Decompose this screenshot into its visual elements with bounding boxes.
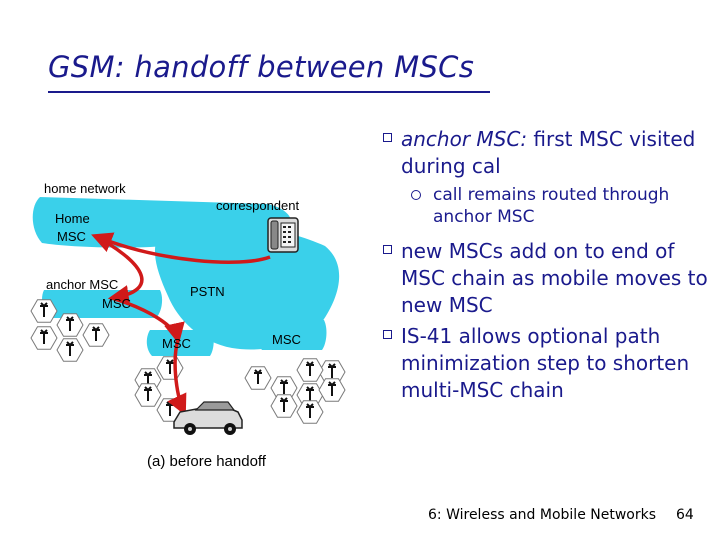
car-icon [174,402,242,435]
home-msc-label-line1: Home [55,211,90,226]
square-bullet-icon [383,330,392,339]
bullet-is41: IS-41 allows optional path minimization … [383,323,713,404]
sub-bullet-text: call remains routed through anchor MSC [433,185,669,227]
page-number: 64 [676,507,694,523]
phone-icon [268,218,298,252]
msc-label-left: MSC [162,336,191,351]
bullet-new-mscs: new MSCs add on to end of MSC chain as m… [383,238,713,319]
square-bullet-icon [383,133,392,142]
pstn-label: PSTN [190,284,225,299]
msc-label-right: MSC [272,332,301,347]
anchor-msc-label: anchor MSC [46,277,118,292]
correspondent-label: correspondent [216,198,299,213]
bullet-text: IS-41 allows optional path minimization … [401,324,689,402]
bullet-anchor-msc: anchor MSC: first MSC visited during cal [383,126,713,180]
anchor-msc-box-label: MSC [102,296,131,311]
footer-label: 6: Wireless and Mobile Networks [428,507,656,523]
circle-bullet-icon [411,190,421,200]
square-bullet-icon [383,245,392,254]
bullet-text: new MSCs add on to end of MSC chain as m… [401,239,708,317]
sub-bullet-call-routed: call remains routed through anchor MSC [383,184,713,228]
diagram-caption: (a) before handoff [147,453,267,470]
home-msc-label-line2: MSC [57,229,86,244]
home-network-label: home network [44,181,126,196]
bullet-list: anchor MSC: first MSC visited during cal… [383,126,713,408]
bullet-term: anchor MSC: [401,127,527,151]
